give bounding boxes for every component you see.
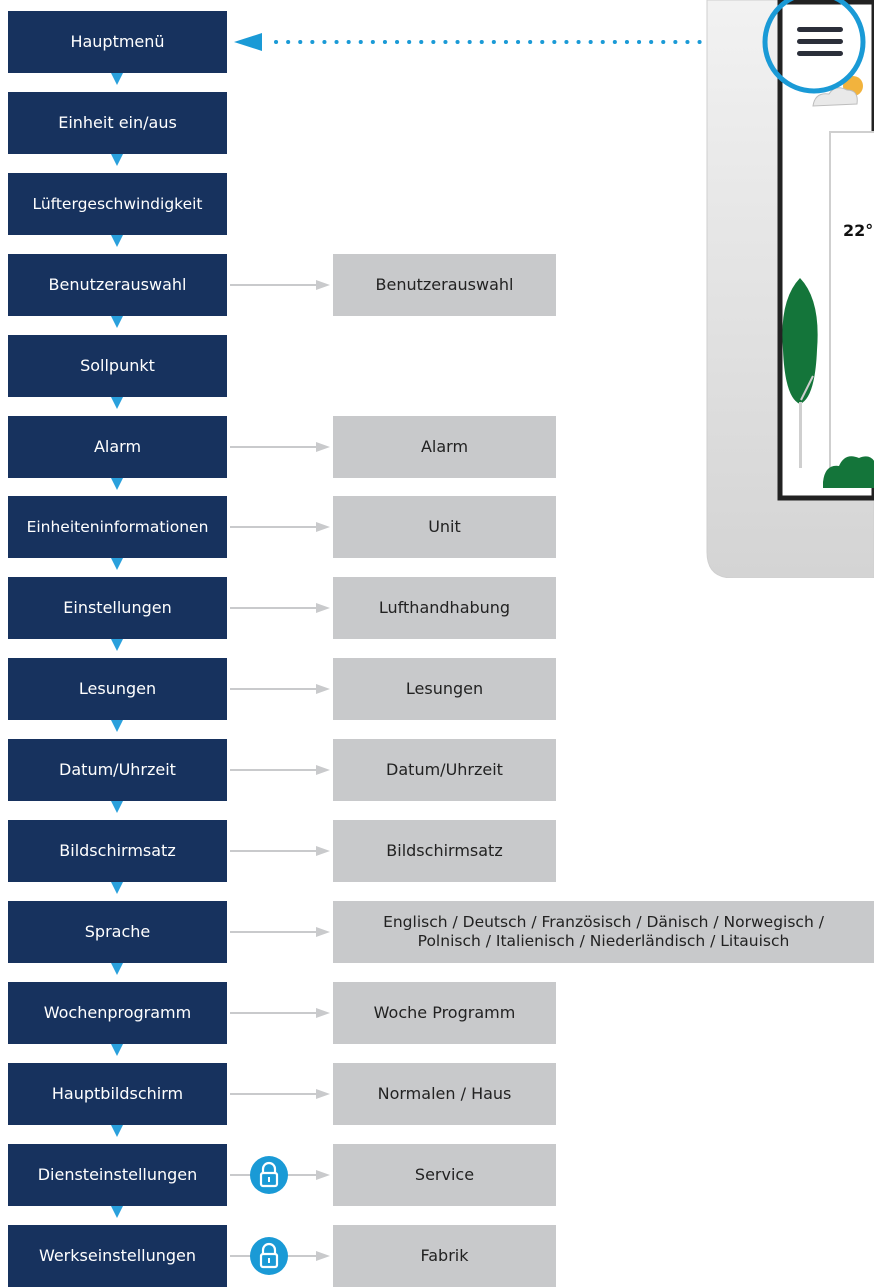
lock-icon [250,1156,288,1194]
flow-arrow-down [111,1044,123,1056]
menu-item-einstellungen[interactable]: Einstellungen [8,577,227,639]
menu-item-hauptmenue[interactable]: Hauptmenü [8,11,227,73]
connector-arrowhead [316,442,330,452]
connector-arrowhead [316,603,330,613]
flow-arrow-down [111,720,123,732]
connector-arrowhead [316,280,330,290]
connector-arrowhead [316,846,330,856]
flow-arrow-down [111,235,123,247]
connector-arrowhead [316,684,330,694]
submenu-unit[interactable]: Unit [333,496,556,558]
flow-arrow-down [111,801,123,813]
menu-item-datum-uhrzeit[interactable]: Datum/Uhrzeit [8,739,227,801]
flow-arrow-down [111,639,123,651]
flow-arrow-down [111,397,123,409]
pointer-arrowhead [234,33,262,51]
submenu-englisch-deutsch-franzoesisch-daenisch-n[interactable]: Englisch / Deutsch / Französisch / Dänis… [333,901,874,963]
submenu-lufthandhabung[interactable]: Lufthandhabung [333,577,556,639]
flow-arrow-down [111,478,123,490]
hamburger-menu-icon[interactable] [797,27,843,56]
flow-arrow-down [111,882,123,894]
submenu-bildschirmsatz[interactable]: Bildschirmsatz [333,820,556,882]
menu-item-lueftergeschwindigkeit[interactable]: Lüftergeschwindigkeit [8,173,227,235]
flow-arrow-down [111,154,123,166]
weather-icon [812,76,863,107]
flow-arrow-down [111,558,123,570]
connector-arrowhead [316,1170,330,1180]
menu-item-lesungen[interactable]: Lesungen [8,658,227,720]
highlight-ring [762,0,866,94]
device-temperature: 22° [843,221,873,240]
submenu-lesungen[interactable]: Lesungen [333,658,556,720]
submenu-normalen-haus[interactable]: Normalen / Haus [333,1063,556,1125]
connector-arrowhead [316,765,330,775]
connector-arrowhead [316,1251,330,1261]
submenu-service[interactable]: Service [333,1144,556,1206]
menu-item-diensteinstellungen[interactable]: Diensteinstellungen [8,1144,227,1206]
menu-item-wochenprogramm[interactable]: Wochenprogramm [8,982,227,1044]
submenu-fabrik[interactable]: Fabrik [333,1225,556,1287]
menu-item-sprache[interactable]: Sprache [8,901,227,963]
tree-icon [782,278,818,468]
submenu-datum-uhrzeit[interactable]: Datum/Uhrzeit [333,739,556,801]
menu-item-benutzerauswahl[interactable]: Benutzerauswahl [8,254,227,316]
lock-icon [250,1237,288,1275]
flow-arrow-down [111,316,123,328]
menu-item-bildschirmsatz[interactable]: Bildschirmsatz [8,820,227,882]
submenu-alarm[interactable]: Alarm [333,416,556,478]
menu-item-einheiteninformationen[interactable]: Einheiteninformationen [8,496,227,558]
menu-item-einheit-ein-aus[interactable]: Einheit ein/aus [8,92,227,154]
pointer-arrow [234,33,766,51]
connector-arrowhead [316,927,330,937]
connector-arrowhead [316,1008,330,1018]
flow-arrow-down [111,1206,123,1218]
menu-item-sollpunkt[interactable]: Sollpunkt [8,335,227,397]
connector-arrowhead [316,522,330,532]
menu-item-werkseinstellungen[interactable]: Werkseinstellungen [8,1225,227,1287]
bush-icon [823,456,874,488]
submenu-woche-programm[interactable]: Woche Programm [333,982,556,1044]
flow-arrow-down [111,73,123,85]
menu-item-alarm[interactable]: Alarm [8,416,227,478]
menu-item-hauptbildschirm[interactable]: Hauptbildschirm [8,1063,227,1125]
flow-arrow-down [111,1125,123,1137]
submenu-benutzerauswahl[interactable]: Benutzerauswahl [333,254,556,316]
device-illustration: 22° [705,0,874,579]
connector-arrowhead [316,1089,330,1099]
flow-arrow-down [111,963,123,975]
